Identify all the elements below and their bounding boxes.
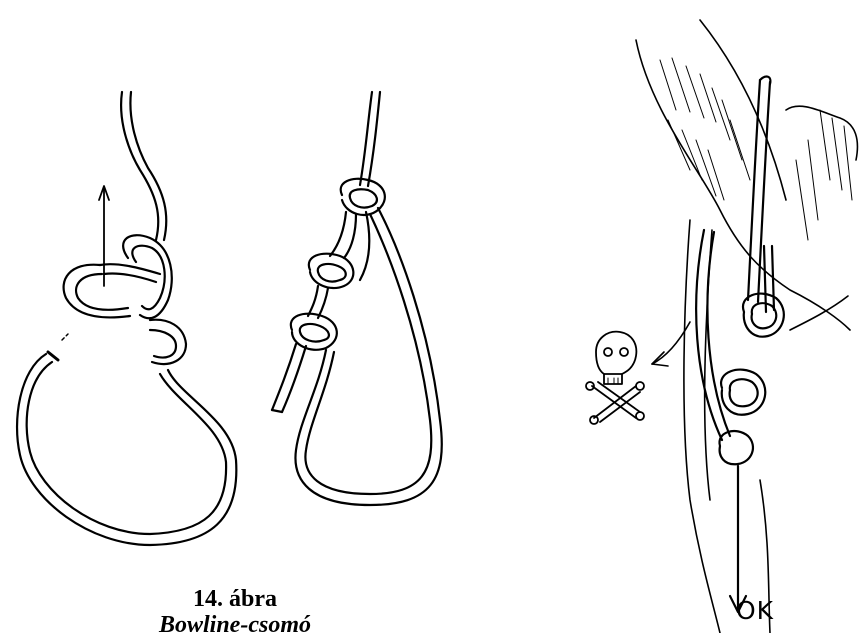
skull-and-crossbones-icon (586, 332, 644, 424)
figure-number: 14. ábra (0, 586, 470, 613)
middle-knot-drawing (272, 92, 442, 505)
ok-label: OK (736, 596, 774, 625)
figure-title: Bowline-csomó (0, 612, 470, 639)
tree-anchor-drawing (636, 20, 857, 633)
left-knot-drawing (17, 92, 236, 545)
